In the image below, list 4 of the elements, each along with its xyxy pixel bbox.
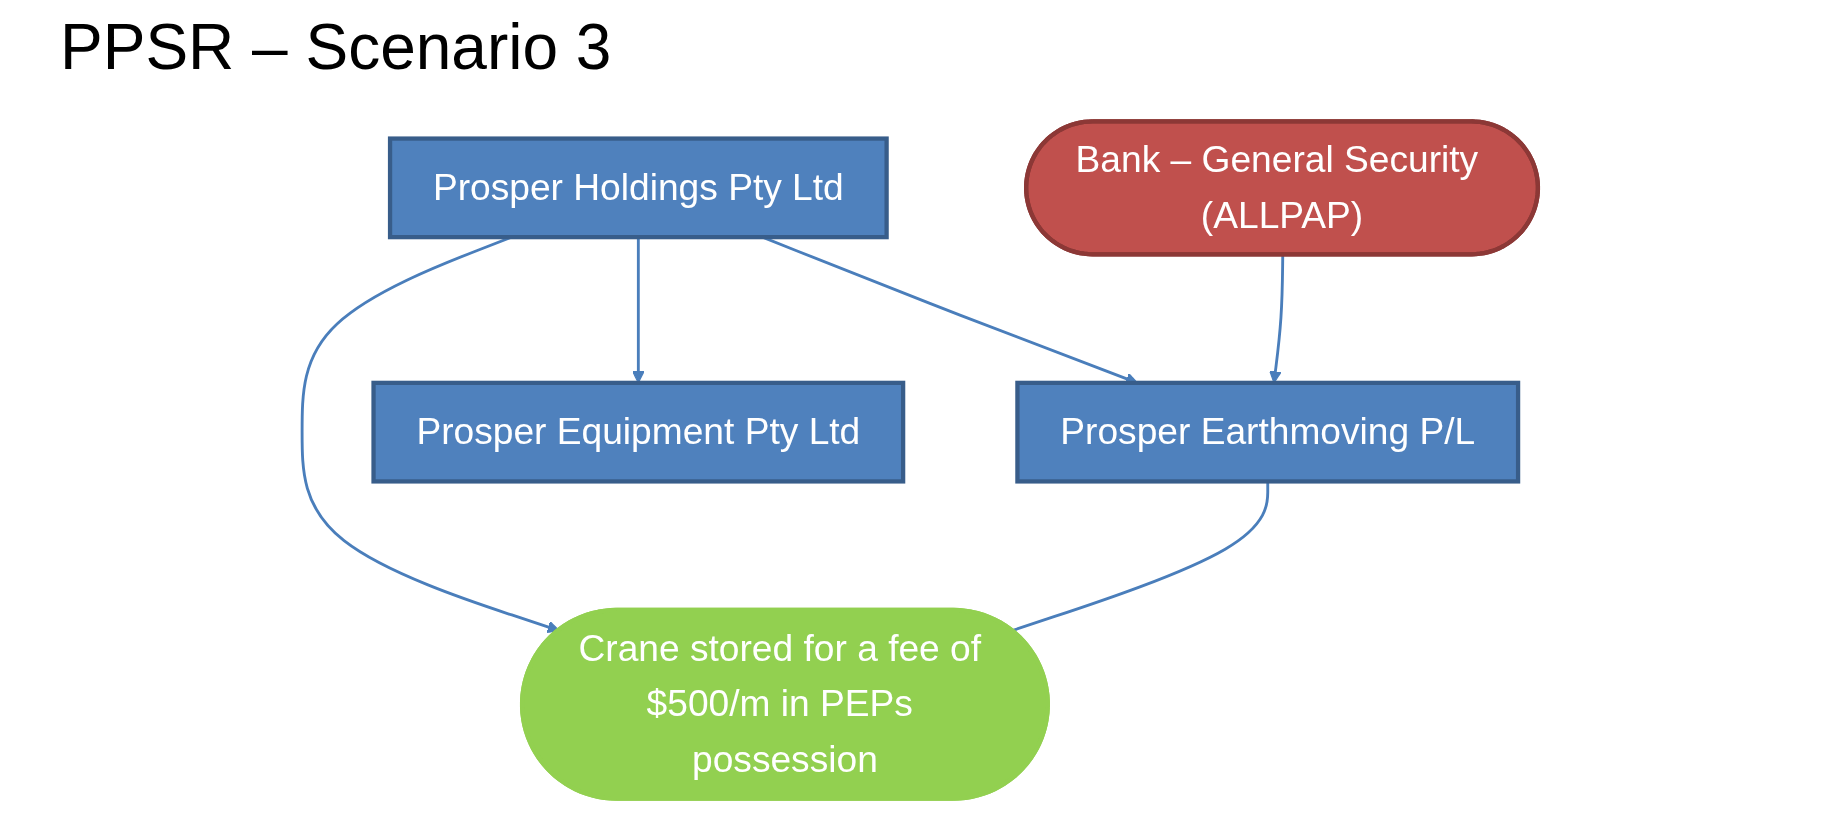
node-box: Prosper Earthmoving P/L <box>1015 380 1521 484</box>
node-box: Prosper Equipment Pty Ltd <box>371 380 906 484</box>
slide-title: PPSR – Scenario 3 <box>60 10 612 84</box>
node-box: Prosper Holdings Pty Ltd <box>387 136 889 240</box>
